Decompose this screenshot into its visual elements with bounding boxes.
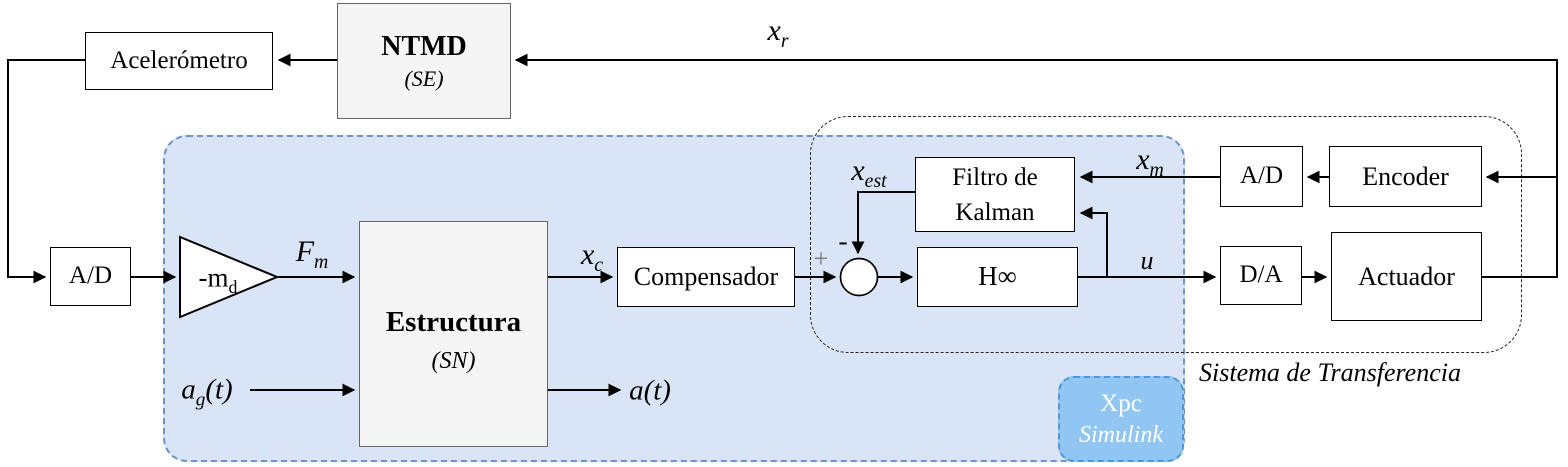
sum-minus-sign: - bbox=[838, 226, 848, 257]
block-actuador: Actuador bbox=[1331, 232, 1482, 321]
block-hinf: H∞ bbox=[917, 247, 1078, 307]
signal-ag-post: (t) bbox=[205, 373, 233, 406]
gain-label-sub: d bbox=[228, 276, 238, 297]
signal-xest-sub: est bbox=[864, 170, 887, 192]
block-encoder: Encoder bbox=[1329, 146, 1482, 207]
block-label: Encoder bbox=[1362, 161, 1449, 191]
block-label: Compensador bbox=[633, 262, 779, 292]
signal-xm-sub: m bbox=[1149, 159, 1164, 181]
block-da: D/A bbox=[1220, 246, 1302, 305]
sum-plus-sign: + bbox=[813, 244, 829, 273]
sum-junction bbox=[839, 257, 879, 297]
signal-xm: xm bbox=[1136, 143, 1164, 180]
signal-ag-base: a bbox=[181, 373, 196, 406]
block-label: A/D bbox=[68, 262, 113, 290]
signal-xest: xest bbox=[851, 154, 886, 191]
signal-ag: ag(t) bbox=[181, 373, 233, 411]
gain-label: -md bbox=[198, 262, 238, 297]
wire-kalman-to-sum bbox=[851, 191, 915, 255]
signal-u-base: u bbox=[1140, 246, 1154, 275]
signal-fm-sub: m bbox=[314, 251, 329, 273]
signal-xc: xc bbox=[580, 238, 603, 275]
signal-xc-sub: c bbox=[594, 254, 604, 276]
transfer-system-region-outline bbox=[810, 116, 1522, 353]
signal-xest-base: x bbox=[851, 154, 865, 187]
signal-a: a(t) bbox=[629, 375, 671, 408]
block-kalman: Filtro de Kalman bbox=[915, 157, 1075, 232]
block-ad-left: A/D bbox=[50, 247, 131, 306]
signal-xr-base: x bbox=[767, 14, 781, 47]
block-title: Estructura bbox=[385, 306, 522, 338]
xpc-label: Xpc bbox=[1100, 390, 1142, 418]
block-acelerometro: Acelerómetro bbox=[85, 32, 273, 90]
wire-accel-to-ad bbox=[7, 59, 85, 284]
block-title: NTMD bbox=[381, 30, 467, 62]
block-label-line1: Filtro de bbox=[952, 163, 1038, 191]
block-estructura: Estructura (SN) bbox=[359, 221, 548, 447]
block-label: Actuador bbox=[1358, 261, 1455, 291]
signal-fm-base: F bbox=[295, 235, 315, 268]
transfer-region-label: Sistema de Transferencia bbox=[1199, 358, 1461, 387]
signal-xm-base: x bbox=[1136, 143, 1150, 176]
block-subtitle: (SE) bbox=[404, 65, 444, 91]
block-label: D/A bbox=[1239, 261, 1283, 289]
block-ntmd: NTMD (SE) bbox=[337, 3, 511, 119]
block-ad-right: A/D bbox=[1220, 146, 1303, 207]
signal-xc-base: x bbox=[580, 238, 595, 271]
simulink-label: Simulink bbox=[1079, 421, 1163, 448]
signal-ag-sub: g bbox=[195, 389, 206, 411]
block-compensador: Compensador bbox=[617, 247, 795, 307]
block-subtitle: (SN) bbox=[431, 347, 476, 374]
signal-xr-sub: r bbox=[780, 30, 789, 52]
signal-u: u bbox=[1141, 246, 1154, 276]
wire-xr-feedback bbox=[514, 53, 1558, 278]
block-label: A/D bbox=[1239, 162, 1284, 190]
signal-a-post: (t) bbox=[643, 374, 671, 407]
signal-a-base: a bbox=[629, 374, 644, 407]
signal-fm: Fm bbox=[295, 235, 329, 272]
gain-triangle bbox=[179, 235, 280, 319]
xpc-simulink-badge: Xpc Simulink bbox=[1058, 376, 1184, 462]
wire-u-to-kalman bbox=[1079, 206, 1108, 277]
block-label: Acelerómetro bbox=[110, 46, 248, 74]
block-label-line2: Kalman bbox=[955, 198, 1035, 226]
signal-xr: xr bbox=[767, 14, 788, 51]
gain-label-base: -m bbox=[198, 262, 229, 293]
block-label: H∞ bbox=[978, 261, 1017, 292]
